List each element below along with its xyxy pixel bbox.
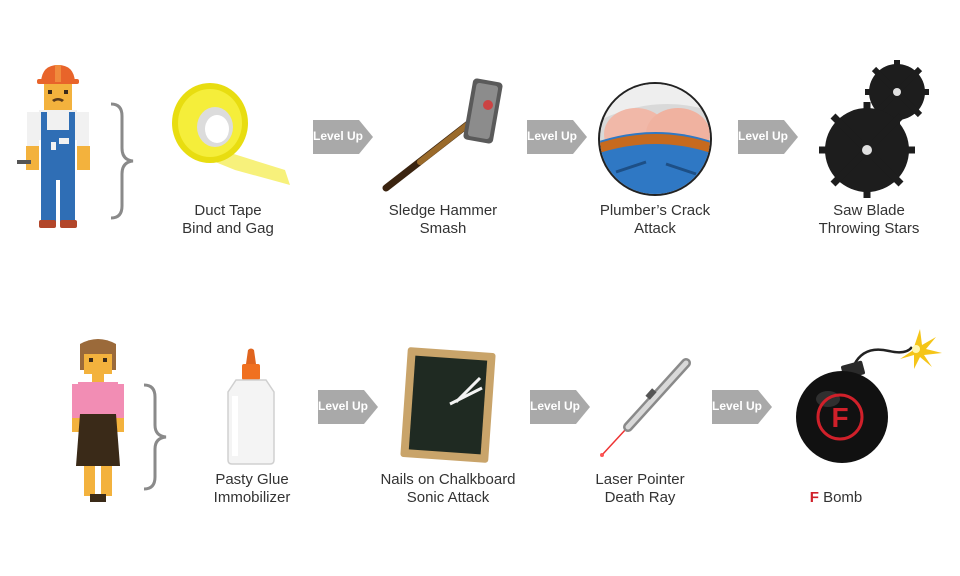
level-up-arrow: Level Up bbox=[318, 390, 378, 424]
item-caption: Nails on Chalkboard Sonic Attack bbox=[380, 471, 516, 506]
level-up-label: Level Up bbox=[527, 129, 578, 143]
level-up-arrow: Level Up bbox=[530, 390, 590, 424]
worker-icon bbox=[17, 65, 90, 228]
level-up-arrow: Level Up bbox=[738, 120, 798, 154]
svg-text:F: F bbox=[831, 402, 848, 433]
laser-pointer-icon bbox=[600, 358, 691, 457]
item-caption: Saw Blade Throwing Stars bbox=[818, 202, 920, 237]
duct-tape-icon bbox=[172, 83, 290, 185]
chalkboard-icon bbox=[400, 347, 496, 463]
sledge-hammer-icon bbox=[382, 78, 503, 192]
f-letter: F bbox=[809, 489, 819, 506]
item-caption: Laser Pointer Death Ray bbox=[595, 471, 685, 506]
item-caption: Pasty Glue Immobilizer bbox=[213, 471, 291, 506]
level-up-label: Level Up bbox=[313, 129, 364, 143]
brace-icon bbox=[110, 102, 134, 220]
plumbers-crack-icon bbox=[598, 82, 712, 196]
woman-icon bbox=[72, 339, 124, 502]
saw-blade-icon bbox=[819, 60, 929, 198]
brace-icon bbox=[143, 383, 167, 491]
level-up-label: Level Up bbox=[738, 129, 789, 143]
item-caption: Sledge Hammer Smash bbox=[388, 202, 498, 237]
level-up-arrow: Level Up bbox=[527, 120, 587, 154]
bomb-word: Bomb bbox=[818, 489, 863, 506]
level-up-label: Level Up bbox=[712, 399, 763, 413]
item-caption: Duct Tape Bind and Gag bbox=[182, 202, 274, 237]
item-caption: F Bomb bbox=[766, 489, 906, 507]
level-up-arrow: Level Up bbox=[712, 390, 772, 424]
bomb-icon: F bbox=[796, 329, 942, 463]
item-caption: Plumber’s Crack Attack bbox=[599, 202, 711, 237]
level-up-label: Level Up bbox=[530, 399, 581, 413]
level-up-label: Level Up bbox=[318, 399, 369, 413]
level-up-arrow: Level Up bbox=[313, 120, 373, 154]
glue-bottle-icon bbox=[227, 348, 275, 465]
